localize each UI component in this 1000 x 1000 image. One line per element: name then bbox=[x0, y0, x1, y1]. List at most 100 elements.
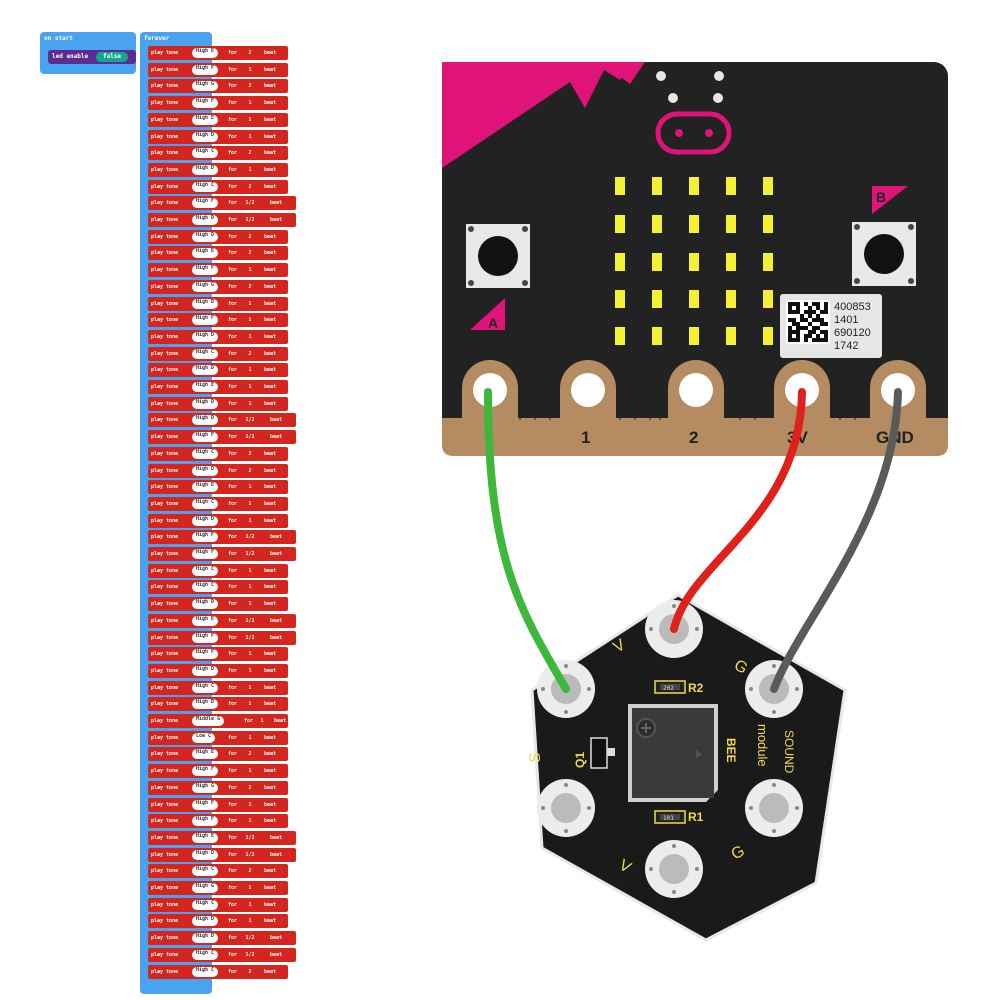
note-dropdown[interactable]: High D bbox=[192, 398, 219, 409]
beat-dropdown[interactable]: 1 bbox=[248, 734, 252, 741]
beat-dropdown[interactable]: 1 bbox=[248, 567, 252, 574]
note-dropdown[interactable]: High E bbox=[192, 248, 219, 259]
pad-left-bottom[interactable] bbox=[537, 779, 595, 837]
beat-dropdown[interactable]: 2 bbox=[248, 968, 252, 975]
note-dropdown[interactable]: High C bbox=[192, 899, 219, 910]
note-dropdown[interactable]: High D bbox=[192, 599, 219, 610]
beat-dropdown[interactable]: 1 bbox=[248, 333, 252, 340]
note-dropdown[interactable]: High F bbox=[192, 432, 219, 443]
beat-dropdown[interactable]: 1 bbox=[248, 584, 252, 591]
beat-dropdown[interactable]: 1 bbox=[248, 317, 252, 324]
beat-dropdown[interactable]: 2 bbox=[248, 50, 252, 56]
beat-dropdown[interactable]: 1 bbox=[248, 500, 252, 507]
note-dropdown[interactable]: High F bbox=[192, 265, 219, 276]
pin-1[interactable] bbox=[560, 360, 616, 418]
beat-dropdown[interactable]: 2 bbox=[248, 250, 252, 257]
beat-dropdown[interactable]: 1 bbox=[248, 818, 252, 825]
note-dropdown[interactable]: High C bbox=[192, 949, 219, 960]
note-dropdown[interactable]: High C bbox=[192, 448, 219, 459]
beat-dropdown[interactable]: 1 bbox=[248, 885, 252, 891]
beat-dropdown[interactable]: 1/2 bbox=[245, 834, 255, 841]
note-dropdown[interactable]: High F bbox=[192, 816, 219, 827]
button-b[interactable] bbox=[852, 222, 916, 286]
note-dropdown[interactable]: High D bbox=[192, 298, 219, 309]
beat-dropdown[interactable]: 1 bbox=[248, 701, 252, 708]
note-dropdown[interactable]: High D bbox=[192, 849, 219, 860]
beat-dropdown[interactable]: 2 bbox=[248, 350, 252, 357]
note-dropdown[interactable]: High G bbox=[192, 782, 219, 793]
note-dropdown[interactable]: High F bbox=[192, 549, 219, 559]
beat-dropdown[interactable]: 1 bbox=[248, 667, 252, 674]
beat-dropdown[interactable]: 1 bbox=[248, 768, 252, 775]
beat-dropdown[interactable]: 2 bbox=[248, 868, 252, 875]
note-dropdown[interactable]: High G bbox=[192, 883, 219, 893]
beat-dropdown[interactable]: 1 bbox=[248, 267, 252, 274]
note-dropdown[interactable]: High C bbox=[192, 866, 219, 877]
note-dropdown[interactable]: High C bbox=[192, 682, 219, 693]
beat-dropdown[interactable]: 2 bbox=[248, 784, 252, 791]
beat-dropdown[interactable]: 1 bbox=[248, 651, 252, 658]
note-dropdown[interactable]: High C bbox=[192, 148, 219, 159]
note-dropdown[interactable]: High D bbox=[192, 916, 219, 927]
led-enable-block[interactable]: led enable false bbox=[48, 50, 136, 64]
beat-dropdown[interactable]: 2 bbox=[248, 83, 252, 90]
note-dropdown[interactable]: High D bbox=[192, 164, 219, 175]
beat-dropdown[interactable]: 1/2 bbox=[245, 434, 255, 441]
beat-dropdown[interactable]: 2 bbox=[248, 283, 252, 290]
note-dropdown[interactable]: High C bbox=[192, 348, 219, 359]
beat-dropdown[interactable]: 1 bbox=[248, 901, 252, 908]
note-dropdown[interactable]: High C bbox=[192, 966, 219, 977]
note-dropdown[interactable]: High D bbox=[192, 933, 219, 944]
note-dropdown[interactable]: High F bbox=[192, 632, 219, 643]
note-dropdown[interactable]: High F bbox=[192, 315, 219, 326]
beat-dropdown[interactable]: 1 bbox=[248, 801, 252, 808]
beat-dropdown[interactable]: 1 bbox=[248, 400, 252, 407]
beat-dropdown[interactable]: 1 bbox=[248, 384, 252, 390]
beat-dropdown[interactable]: 1/2 bbox=[245, 617, 255, 624]
note-dropdown[interactable]: High D bbox=[192, 415, 219, 426]
note-dropdown[interactable]: High D bbox=[192, 215, 219, 225]
beat-dropdown[interactable]: 1 bbox=[248, 100, 252, 107]
pad-v-bottom[interactable] bbox=[645, 840, 703, 898]
note-dropdown[interactable]: High F bbox=[192, 98, 219, 109]
note-dropdown[interactable]: High D bbox=[192, 699, 219, 710]
beat-dropdown[interactable]: 1 bbox=[248, 367, 252, 374]
note-dropdown[interactable]: Low C bbox=[192, 732, 216, 743]
beat-dropdown[interactable]: 2 bbox=[248, 233, 252, 240]
